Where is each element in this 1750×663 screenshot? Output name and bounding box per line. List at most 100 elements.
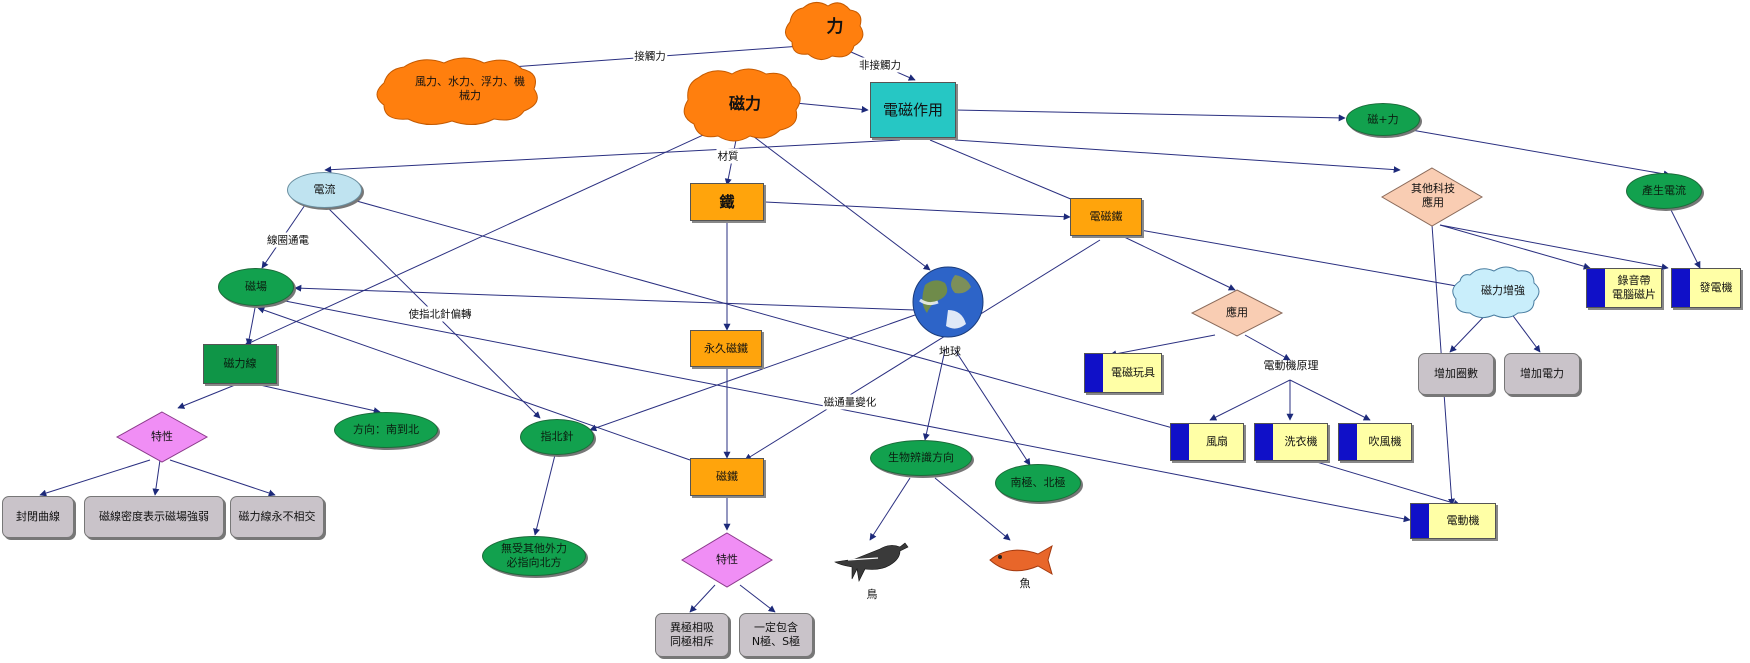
node-cixianmidu[interactable]: 磁線密度表示磁場強弱 (84, 496, 224, 538)
edge-diqiu-zhibeizhen (589, 314, 916, 432)
node-qita-label: 其他科技 應用 (1411, 182, 1455, 209)
node-diancitie[interactable]: 電磁鐵 (1070, 198, 1142, 236)
node-nanjibeiji-label: 南極、北極 (1010, 476, 1066, 490)
node-qita[interactable]: 其他科技 應用 (1385, 176, 1481, 216)
diamond-texing2-shape (681, 532, 773, 588)
node-diandongji-label: 電動機 (1446, 514, 1480, 528)
node-cili-plus[interactable]: 磁+力 (1346, 103, 1420, 136)
node-cichang[interactable]: 磁場 (218, 268, 294, 306)
node-fengshan[interactable]: 風扇 (1170, 423, 1244, 461)
edge-dianci-qita (954, 139, 1401, 174)
diamond-shapes (115, 167, 1483, 588)
node-chuifengji[interactable]: 吹風機 (1338, 423, 1412, 461)
edge-diancitie-citie (744, 239, 1101, 461)
cloud-fengli-shape (376, 57, 538, 125)
node-cilixian[interactable]: 磁力線 (203, 344, 277, 384)
node-tie[interactable]: 鐵 (690, 183, 764, 221)
edge-cilixian-fangxiang (259, 384, 381, 415)
edge-ciliplus-chansheng (1399, 127, 1671, 178)
node-fadianji-label: 發電機 (1699, 281, 1733, 295)
edge-label-feijiechuli: 非接觸力 (858, 57, 902, 73)
node-juxiangxi-label: 異極相吸 同極相斥 (670, 621, 714, 648)
node-diancitie-label: 電磁鐵 (1089, 210, 1123, 224)
node-dianliu[interactable]: 電流 (287, 172, 362, 208)
node-citie-label: 磁鐵 (716, 470, 738, 484)
node-chuifengji-label: 吹風機 (1368, 435, 1402, 449)
edge-chansheng-fadian (1669, 207, 1701, 269)
node-yidingbaohan-label: 一定包含 N極、S極 (751, 621, 801, 648)
node-texing1-label: 特性 (151, 430, 173, 444)
node-diandongji[interactable]: 電動機 (1410, 503, 1496, 539)
node-zengjiaquanshu[interactable]: 增加圈數 (1418, 353, 1494, 395)
edge-diancitie-zengqiang (1139, 229, 1469, 291)
node-diandongjiyuanli[interactable]: 電動機原理 (1245, 356, 1337, 376)
edge-texing-xiangjiao (169, 459, 276, 497)
node-cilixianbuxiangjiao-label: 磁力線永不相交 (238, 510, 316, 524)
node-dianci[interactable]: 電磁作用 (870, 82, 956, 138)
node-nanjibeiji[interactable]: 南極、北極 (995, 464, 1081, 502)
diamond-yingyong-shape (1190, 289, 1284, 337)
node-texing2-label: 特性 (716, 553, 738, 567)
node-luyindai[interactable]: 錄音帶 電腦磁片 (1586, 268, 1662, 308)
node-luyindai-label: 錄音帶 電腦磁片 (1612, 274, 1656, 301)
edge-cili-cilixian (244, 124, 726, 346)
node-wushouwaili-label: 無受其他外力 必指向北方 (501, 542, 567, 569)
node-yidingbaohan[interactable]: 一定包含 N極、S極 (739, 613, 813, 657)
edge-dianliu-fengshan (334, 194, 1181, 432)
node-texing1[interactable]: 特性 (122, 427, 202, 447)
node-fengbiquxian[interactable]: 封閉曲線 (2, 496, 74, 538)
node-dianliu-label: 電流 (313, 183, 336, 197)
node-cilizengqiang[interactable]: 磁力增強 (1465, 280, 1541, 302)
edge-yuanli-chuifeng (1289, 379, 1371, 421)
node-fadianji[interactable]: 發電機 (1671, 268, 1741, 308)
diamond-texing1-shape (115, 411, 209, 463)
cloud-shapes (376, 2, 1540, 319)
edge-diqiu-cichang (294, 284, 916, 311)
node-diqiu[interactable]: 地球 (928, 343, 972, 361)
node-yongjiucitie[interactable]: 永久磁鐵 (690, 330, 762, 367)
edge-label-xianquantongdian: 線圈通電 (266, 232, 310, 248)
node-yingyong[interactable]: 應用 (1193, 303, 1281, 323)
edge-yingyong-yuanli (1244, 334, 1291, 361)
node-shengwu[interactable]: 生物辨識方向 (870, 440, 972, 476)
node-zhibeizhen[interactable]: 指北針 (520, 419, 594, 455)
node-zengjiadianli-label: 增加電力 (1520, 367, 1564, 381)
node-zengjiaquanshu-label: 增加圈數 (1434, 367, 1478, 381)
edge-dianci-ciliplus (954, 109, 1346, 122)
node-fangxiang[interactable]: 方向：南到北 (334, 412, 438, 448)
node-texing2[interactable]: 特性 (690, 550, 764, 570)
bird-icon (834, 542, 909, 582)
node-li[interactable]: 力 (805, 8, 865, 48)
node-niao[interactable]: 鳥 (862, 587, 882, 603)
edge-cichang-cilixian (245, 307, 256, 346)
node-fangxiang-label: 方向：南到北 (353, 423, 419, 437)
node-cili-label: 磁力 (728, 94, 761, 113)
node-cilixianbuxiangjiao[interactable]: 磁力線永不相交 (230, 496, 324, 538)
edge-qita-luyin (1439, 224, 1591, 270)
node-dianciwanju[interactable]: 電磁玩具 (1084, 353, 1162, 393)
node-fengbiquxian-label: 封閉曲線 (16, 510, 60, 524)
node-feng-shui-fu-jixie[interactable]: 風力、水力、浮力、機 械力 (400, 66, 540, 112)
edge-diqiu-shengwu (922, 349, 946, 441)
node-wushouwaili[interactable]: 無受其他外力 必指向北方 (482, 536, 586, 576)
node-citie[interactable]: 磁鐵 (690, 458, 764, 496)
node-tie-label: 鐵 (719, 192, 735, 211)
edge-qita-fadian (1439, 224, 1669, 271)
edge-citie-cichang (257, 306, 691, 461)
node-shengwu-label: 生物辨識方向 (888, 451, 954, 465)
node-diqiu-label: 地球 (939, 345, 961, 359)
edge-zhibei-wushou (533, 454, 556, 536)
node-zengjiadianli[interactable]: 增加電力 (1504, 353, 1580, 395)
fish-icon (989, 544, 1053, 576)
node-chansheng[interactable]: 產生電流 (1626, 173, 1702, 209)
edge-texing-fengbi (39, 459, 151, 497)
edge-label-caizhi: 材質 (716, 148, 740, 164)
node-xiyiji[interactable]: 洗衣機 (1254, 423, 1328, 461)
node-cili[interactable]: 磁力 (690, 76, 800, 132)
node-xiyiji-label: 洗衣機 (1284, 435, 1318, 449)
edge-tie-diancitie (764, 201, 1071, 221)
node-yu[interactable]: 魚 (1015, 576, 1035, 592)
node-yingyong-label: 應用 (1226, 306, 1248, 320)
node-li-label: 力 (826, 17, 844, 38)
node-juxiangxi[interactable]: 異極相吸 同極相斥 (655, 613, 729, 657)
